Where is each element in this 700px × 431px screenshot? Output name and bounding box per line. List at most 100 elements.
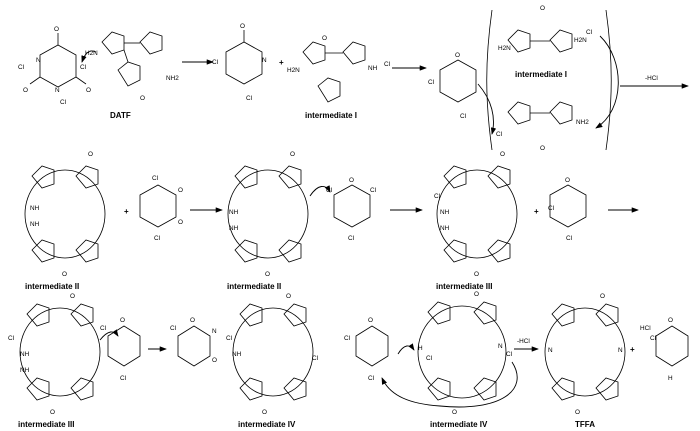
svg-text:HCl: HCl <box>640 325 651 332</box>
svg-text:O: O <box>349 177 354 184</box>
svg-text:NH: NH <box>440 209 450 216</box>
attack-arrow-2 <box>477 83 497 135</box>
attack-arrow-3 <box>595 35 619 129</box>
svg-text:O: O <box>575 409 580 416</box>
svg-text:Cl: Cl <box>8 335 14 342</box>
attack-arrow-7 <box>381 361 518 408</box>
svg-text:Cl: Cl <box>154 235 160 242</box>
svg-text:O: O <box>600 293 605 300</box>
label-minus-hcl-2: -HCl <box>517 338 530 345</box>
svg-text:O: O <box>178 187 183 194</box>
macrocycle-intermediate-iv-a: Cl NH Cl O O <box>226 293 318 416</box>
label-intermediate-iv-b: intermediate IV <box>430 420 488 429</box>
cyanuric-ring-6: Cl Cl O <box>548 177 587 242</box>
svg-text:O: O <box>368 317 373 324</box>
svg-text:O: O <box>178 219 183 226</box>
plus-sign-3: + <box>534 207 539 216</box>
svg-text:Cl: Cl <box>80 64 86 71</box>
svg-text:H2N: H2N <box>498 45 511 52</box>
attack-arrow-6 <box>397 343 415 355</box>
svg-text:NH: NH <box>229 225 239 232</box>
svg-text:Cl: Cl <box>506 351 512 358</box>
plus-sign-4: + <box>630 345 635 354</box>
svg-text:Cl: Cl <box>60 99 66 106</box>
svg-text:O: O <box>290 151 295 158</box>
svg-text:NH2: NH2 <box>576 119 589 126</box>
macrocycle-intermediate-ii-b: NH NH O O <box>227 151 309 278</box>
cyanuric-ring-10: HCl Cl O H <box>640 317 689 382</box>
svg-text:Cl: Cl <box>326 187 332 194</box>
plus-sign-2: + <box>124 207 129 216</box>
svg-text:O: O <box>668 317 673 324</box>
label-intermediate-ii-b: intermediate II <box>227 282 281 291</box>
svg-text:N: N <box>262 57 267 64</box>
svg-text:Cl: Cl <box>368 375 374 382</box>
svg-text:O: O <box>455 52 460 59</box>
svg-text:O: O <box>452 409 457 416</box>
svg-text:Cl: Cl <box>460 113 466 120</box>
svg-text:Cl: Cl <box>152 175 158 182</box>
svg-text:O: O <box>50 409 55 416</box>
svg-text:Cl: Cl <box>348 235 354 242</box>
label-datf: DATF <box>110 111 131 120</box>
svg-text:Cl: Cl <box>246 95 252 102</box>
svg-text:Cl: Cl <box>120 375 126 382</box>
svg-text:H: H <box>418 345 423 352</box>
svg-text:NH: NH <box>30 205 40 212</box>
attack-arrow-1 <box>81 50 97 63</box>
svg-text:O: O <box>540 5 545 12</box>
svg-text:H2N: H2N <box>574 37 587 44</box>
attack-arrow-4 <box>309 185 331 197</box>
label-tffa: TFFA <box>575 420 595 429</box>
cyanuric-ring-3: Cl Cl O <box>428 52 477 120</box>
macrocycle-intermediate-iv-b: H Cl N Cl O O <box>417 291 512 416</box>
label-intermediate-ii-a: intermediate II <box>25 282 79 291</box>
svg-text:Cl: Cl <box>496 131 502 138</box>
cyanuric-ring-8: Cl N O O <box>170 317 217 367</box>
svg-text:O: O <box>190 317 195 324</box>
datf-molecule: H2N NH2 O <box>85 31 179 102</box>
svg-text:H2N: H2N <box>287 67 300 74</box>
svg-text:O: O <box>240 23 245 30</box>
svg-text:Cl: Cl <box>426 355 432 362</box>
svg-text:O: O <box>265 271 270 278</box>
macrocycle-intermediate-iii-b: Cl NH NH O O <box>8 293 101 416</box>
svg-text:Cl: Cl <box>100 325 106 332</box>
svg-text:NH: NH <box>368 65 378 72</box>
cyanuric-ring-1: O O O Cl Cl Cl N N <box>18 26 91 106</box>
tffa-molecule: N N O O <box>544 293 626 416</box>
svg-text:N: N <box>212 328 217 335</box>
svg-text:N: N <box>498 343 503 350</box>
svg-text:N: N <box>36 57 41 64</box>
cyanuric-ring-9: Cl Cl O <box>344 317 389 382</box>
svg-text:O: O <box>86 87 91 94</box>
svg-text:Cl: Cl <box>586 29 592 36</box>
svg-text:Cl: Cl <box>384 61 390 68</box>
svg-text:N: N <box>548 347 553 354</box>
label-intermediate-iv-a: intermediate IV <box>238 420 296 429</box>
svg-text:Cl: Cl <box>548 205 554 212</box>
svg-text:NH: NH <box>30 221 40 228</box>
svg-text:O: O <box>286 293 291 300</box>
svg-text:Cl: Cl <box>170 325 176 332</box>
svg-text:NH2: NH2 <box>166 75 179 82</box>
svg-text:O: O <box>474 291 479 298</box>
svg-text:N: N <box>618 347 623 354</box>
svg-text:O: O <box>262 409 267 416</box>
svg-text:O: O <box>565 177 570 184</box>
svg-text:O: O <box>140 95 145 102</box>
svg-text:H2N: H2N <box>85 50 98 57</box>
svg-text:NH: NH <box>232 351 242 358</box>
cyanuric-ring-4: Cl Cl O O <box>139 175 183 242</box>
cyanuric-ring-2: O Cl Cl N <box>212 23 267 102</box>
label-minus-hcl-1: -HCl <box>645 75 658 82</box>
svg-text:Cl: Cl <box>212 59 218 66</box>
svg-text:O: O <box>70 293 75 300</box>
svg-text:Cl: Cl <box>434 193 440 200</box>
svg-text:O: O <box>54 26 59 33</box>
svg-text:Cl: Cl <box>566 235 572 242</box>
svg-text:H: H <box>668 375 673 382</box>
svg-text:NH: NH <box>20 367 30 374</box>
plus-sign-1: + <box>279 58 284 67</box>
